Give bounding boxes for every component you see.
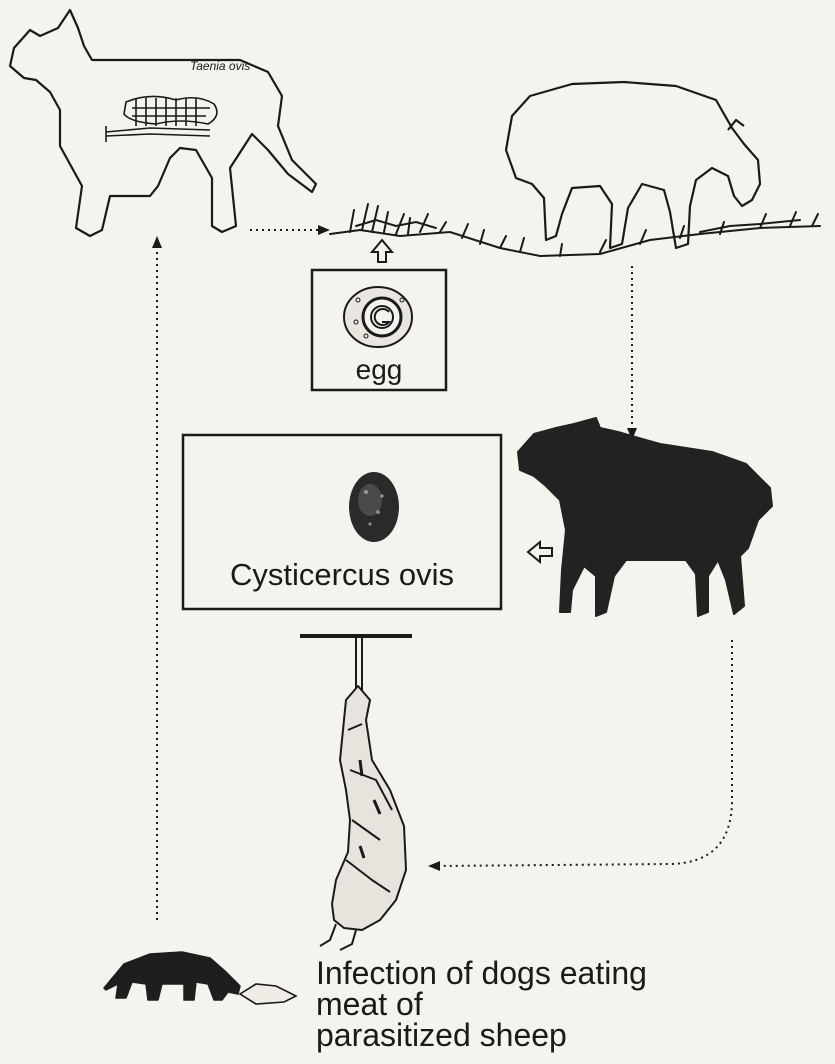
caption-line-2: meat of xyxy=(316,989,647,1020)
infected-sheep-drawing xyxy=(518,418,772,616)
hanging-carcass-drawing xyxy=(300,636,412,950)
arrow-sheep-to-cyst xyxy=(528,542,552,562)
meat-scrap xyxy=(240,984,296,1004)
taenia-ovis-label: Taenia ovis xyxy=(190,59,250,73)
caption-line-3: parasitized sheep xyxy=(316,1020,647,1051)
arrow-sheep-to-infected-sheep xyxy=(627,266,637,440)
egg-illustration xyxy=(344,287,412,347)
pasture-ground xyxy=(330,204,820,256)
tapeworm-in-intestine xyxy=(106,96,217,142)
grazing-sheep-drawing xyxy=(506,82,760,248)
arrow-egg-to-pasture xyxy=(372,240,392,262)
arrow-dog-to-pasture xyxy=(250,225,330,235)
infection-caption: Infection of dogs eating meat of parasit… xyxy=(316,958,647,1051)
arrow-sheep-to-carcass xyxy=(428,640,732,871)
feeding-dog-drawing xyxy=(104,952,240,1000)
egg-label: egg xyxy=(312,354,446,386)
caption-line-1: Infection of dogs eating xyxy=(316,958,647,989)
cysticercus-illustration xyxy=(349,472,399,542)
arrow-dog-feeding-to-dog-host xyxy=(152,236,162,920)
cysticercus-ovis-label: Cysticercus ovis xyxy=(183,557,501,593)
